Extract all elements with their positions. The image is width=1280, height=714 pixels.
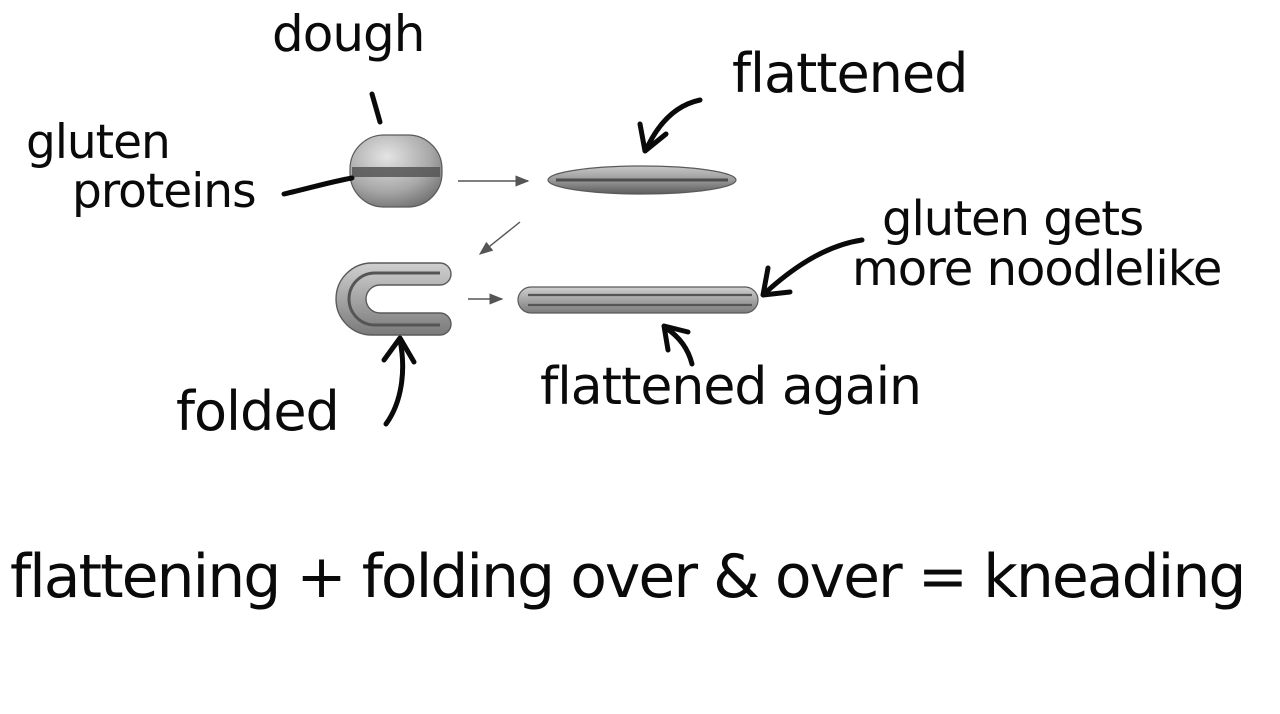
gluten-band xyxy=(352,167,440,177)
label-gluten-proteins-line1: gluten xyxy=(26,115,171,170)
pointer-flattened-again xyxy=(661,323,695,367)
pointer-gluten-noodle xyxy=(760,237,865,298)
pointer-dough xyxy=(369,91,383,125)
label-flattened-again: flattened again xyxy=(540,357,922,417)
pointer-folded xyxy=(381,335,417,427)
label-gluten-proteins-line2: proteins xyxy=(72,164,257,220)
folded-dough xyxy=(335,262,452,336)
label-flattened: flattened xyxy=(732,42,968,105)
label-folded: folded xyxy=(176,380,340,443)
flattened-dough xyxy=(547,165,737,195)
label-gluten-noodlelike: gluten gets more noodlelike xyxy=(852,191,1222,298)
caption: flattening + folding over & over = knead… xyxy=(10,542,1246,612)
pointer-flattened xyxy=(637,97,703,154)
dough-ball xyxy=(349,134,443,208)
label-gluten-noodlelike-line1: gluten gets xyxy=(882,191,1144,247)
process-arrow-fold xyxy=(478,221,521,255)
pointer-gluten-proteins xyxy=(281,175,355,197)
flattened-again-dough xyxy=(517,286,759,314)
label-dough: dough xyxy=(272,5,425,63)
label-gluten-noodlelike-line2: more noodlelike xyxy=(852,241,1222,298)
label-gluten-proteins: gluten proteins xyxy=(26,115,257,220)
